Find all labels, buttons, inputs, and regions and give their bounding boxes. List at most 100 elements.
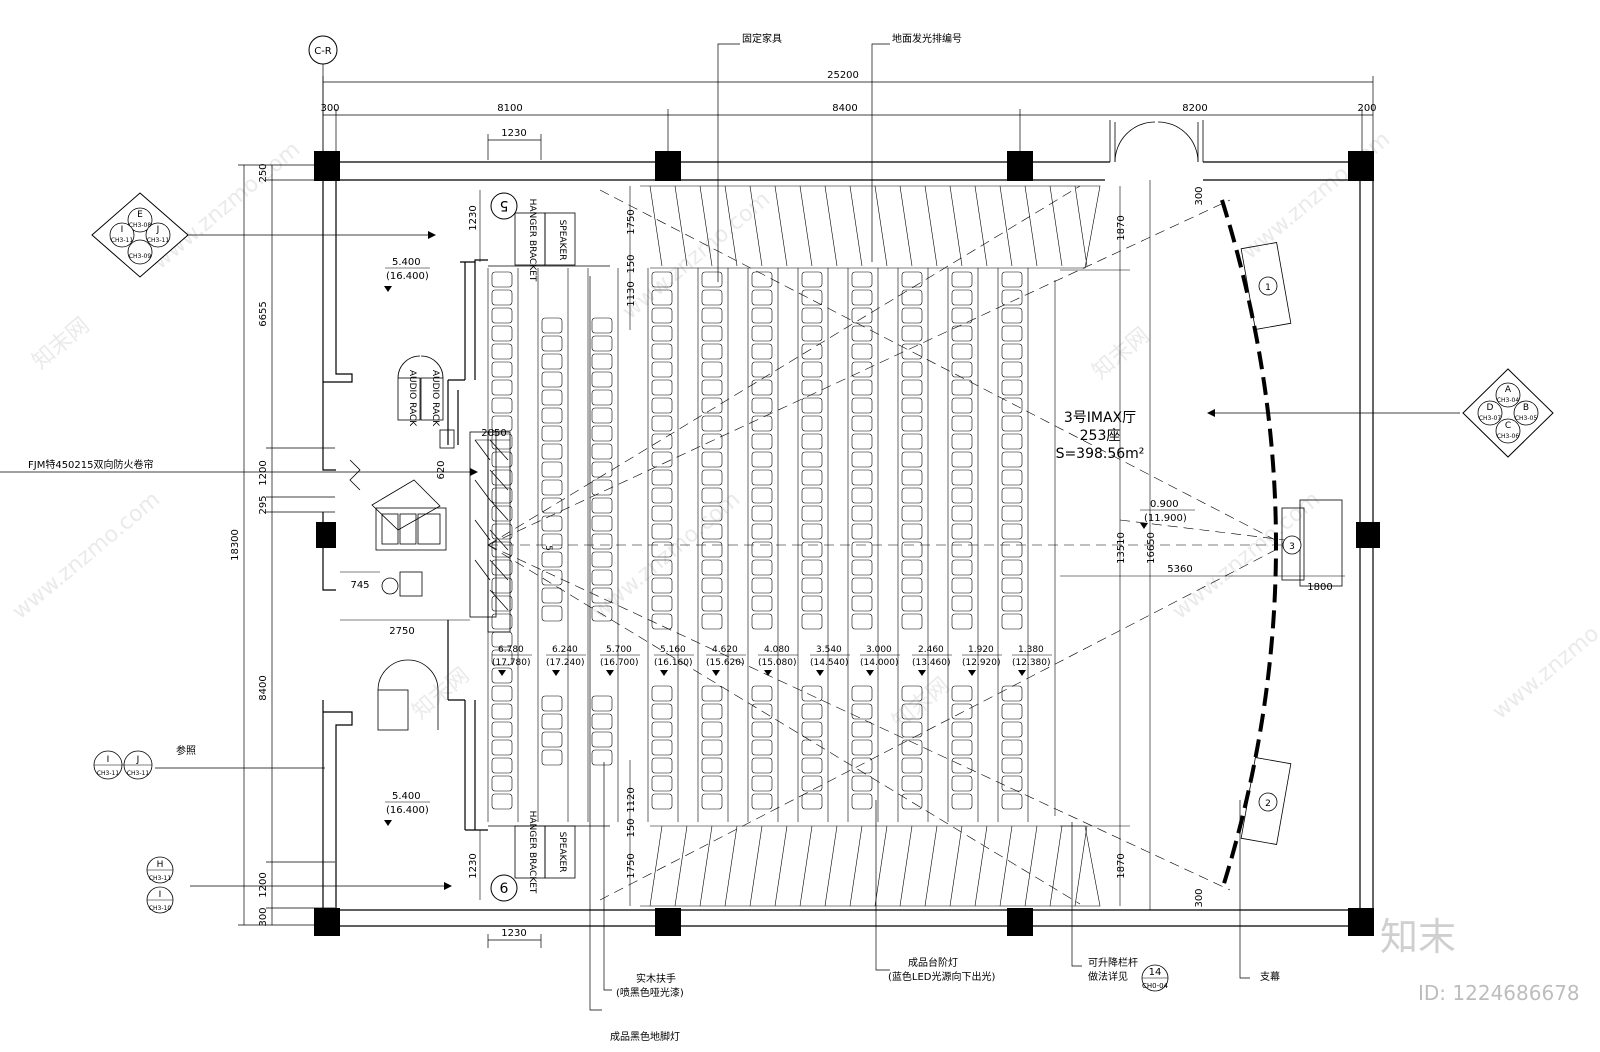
seat (801, 415, 823, 432)
seat (651, 361, 673, 378)
row-level-value: 3.000 (866, 645, 892, 655)
seat (491, 415, 513, 432)
seat (851, 703, 873, 720)
seat (801, 487, 823, 504)
row-level-value: 2.460 (918, 645, 944, 655)
seat (951, 541, 973, 558)
svg-text:H: H (157, 860, 164, 870)
dim-1870-bottom: 1870 (1116, 853, 1127, 878)
row-level-marker (552, 670, 560, 676)
seat (1001, 469, 1023, 486)
seat (491, 505, 513, 522)
row-level-base: (14.000) (860, 658, 899, 668)
seat (751, 289, 773, 306)
speaker-label: SPEAKER (557, 832, 567, 873)
dim-250: 250 (258, 163, 269, 182)
seat (591, 749, 613, 766)
seat (1001, 307, 1023, 324)
seat (491, 433, 513, 450)
svg-text:CH3-04: CH3-04 (1497, 397, 1520, 404)
svg-text:14: 14 (1149, 967, 1162, 978)
aisle-step-top (874, 185, 888, 267)
seat (801, 271, 823, 288)
seat (901, 271, 923, 288)
seat (541, 515, 563, 532)
watermark-site: www.znzmo.com (148, 137, 305, 275)
seat (1001, 415, 1023, 432)
seat (951, 433, 973, 450)
seat (701, 433, 723, 450)
aisle-step-bottom (899, 825, 913, 907)
seat (801, 739, 823, 756)
svg-text:D: D (1487, 403, 1494, 413)
seat (951, 595, 973, 612)
seat (801, 685, 823, 702)
seat (951, 793, 973, 810)
seat (651, 577, 673, 594)
outer-walls (322, 161, 1374, 927)
seat (851, 523, 873, 540)
seat (901, 703, 923, 720)
seat (591, 551, 613, 568)
row-level: 4.080(15.080) (758, 645, 798, 676)
seat (951, 271, 973, 288)
label-fixed-furniture: 固定家具 (742, 32, 782, 45)
seat (541, 695, 563, 712)
seat (1001, 739, 1023, 756)
seat (541, 587, 563, 604)
seat (801, 523, 823, 540)
dim-1870-top: 1870 (1116, 215, 1127, 240)
row-level-value: 3.540 (816, 645, 842, 655)
watermark-cn: 知末网 (1088, 323, 1155, 385)
seat (851, 793, 873, 810)
seat (851, 289, 873, 306)
audio-rack-label: AUDIO RACK (407, 370, 417, 427)
seat-column (487, 268, 519, 822)
seat (901, 505, 923, 522)
dim-1200-lower: 1200 (258, 872, 269, 897)
aisle-step-top (724, 185, 738, 267)
seat (901, 793, 923, 810)
top-dimension-labels: 25200 300 8100 8400 8200 200 1230 1230 (320, 70, 1376, 939)
seat (951, 685, 973, 702)
seat (851, 487, 873, 504)
seat (901, 307, 923, 324)
dim-745: 745 (350, 580, 369, 591)
aisle-step-top (999, 185, 1013, 267)
seat (801, 397, 823, 414)
dim-1800: 1800 (1307, 582, 1332, 593)
aisle-step-bottom (799, 825, 813, 907)
seat (901, 487, 923, 504)
seat (951, 613, 973, 630)
seat (1001, 577, 1023, 594)
seat (701, 703, 723, 720)
aisle-step-bottom (924, 825, 938, 907)
seat (591, 533, 613, 550)
seat (491, 703, 513, 720)
grid-label: C-R (314, 46, 332, 57)
seat (751, 307, 773, 324)
watermark-site: www.znzmo.com (1488, 587, 1600, 725)
section-tag-left-top: E CH3-08 I CH3-11 J CH3-11 CH3-09 (91, 192, 189, 278)
seat (651, 721, 673, 738)
aisle-step-top (749, 185, 763, 267)
svg-text:5.400: 5.400 (392, 257, 421, 268)
dim-1230-bottom: 1230 (501, 928, 526, 939)
interior-dimension-labels: 1230 1750 150 1130 1120 150 1750 1230 18… (350, 186, 1332, 907)
seat (701, 739, 723, 756)
seat (1001, 559, 1023, 576)
seat (491, 325, 513, 342)
seat (901, 451, 923, 468)
row-level-base: (12.920) (962, 658, 1001, 668)
dim-300-left: 300 (258, 907, 269, 926)
seat-column (997, 268, 1029, 822)
seat (851, 595, 873, 612)
seat (591, 425, 613, 442)
svg-text:E: E (137, 210, 143, 220)
row-level-value: 1.920 (968, 645, 994, 655)
watermark-site: www.znzmo.com (1168, 487, 1325, 625)
svg-text:(16.400): (16.400) (386, 271, 429, 282)
screen-tag: 2 (1265, 799, 1271, 809)
seat (1001, 703, 1023, 720)
